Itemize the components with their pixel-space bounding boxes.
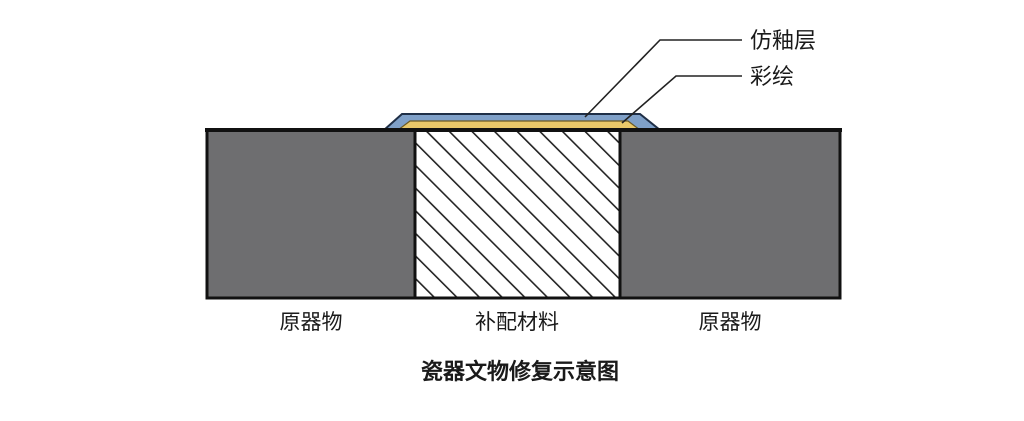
glaze-leader-line <box>584 39 742 118</box>
filler-block <box>413 128 622 300</box>
glaze-layer-label: 仿釉层 <box>750 29 816 54</box>
right-original-block <box>618 128 842 300</box>
right-original-label: 原器物 <box>699 310 762 334</box>
left-original-block <box>205 128 417 300</box>
filler-label: 补配材料 <box>475 310 559 334</box>
left-original-label: 原器物 <box>280 310 343 334</box>
diagram-caption: 瓷器文物修复示意图 <box>421 359 619 385</box>
paint-leader-line <box>621 75 742 124</box>
paint-layer-label: 彩绘 <box>750 65 794 90</box>
